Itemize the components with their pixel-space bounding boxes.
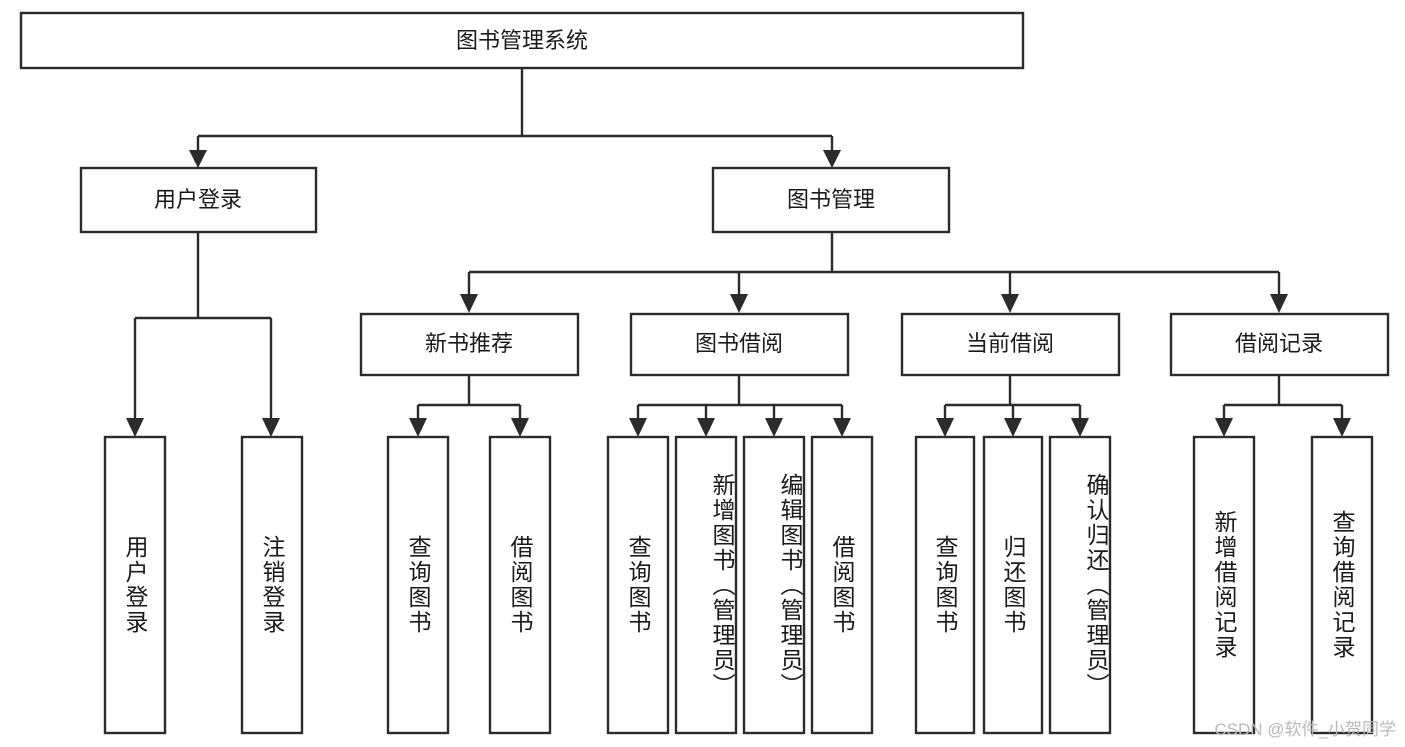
- leaf-query-book-3-label: 查询图书: [932, 535, 959, 635]
- leaf-add-book[interactable]: 新增图书（管理员）: [674, 435, 738, 735]
- leaf-return-book-label-wrap: 归还图书: [1000, 535, 1027, 635]
- arrow-head-leaf-query-record: [1333, 418, 1351, 437]
- leaf-user-logout-label: 注销登录: [259, 535, 286, 635]
- leaf-user-login-label-wrap: 用户登录: [122, 535, 149, 635]
- node-borrow-record-label: 借阅记录: [1235, 331, 1323, 356]
- arrow-head-leaf-user-login: [126, 418, 144, 437]
- arrow-head-leaf-borrow-book-2: [833, 418, 851, 437]
- arrow-head-current-borrow: [1001, 294, 1019, 313]
- leaf-query-book-1-label-wrap: 查询图书: [405, 535, 432, 635]
- leaf-return-book-label: 归还图书: [1000, 535, 1027, 635]
- leaf-add-record-label: 新增借阅记录: [1211, 510, 1238, 660]
- leaf-query-book-1-box[interactable]: [386, 435, 450, 735]
- leaf-borrow-book-1[interactable]: 借阅图书: [488, 435, 552, 735]
- node-current-borrow-box[interactable]: [900, 312, 1121, 377]
- leaf-edit-book-label-wrap: 编辑图书（管理员）: [777, 472, 803, 698]
- leaf-query-book-2-label: 查询图书: [625, 535, 652, 635]
- leaf-user-login[interactable]: 用户登录: [103, 435, 167, 735]
- leaf-borrow-book-2-label: 借阅图书: [829, 535, 856, 635]
- leaf-query-book-3[interactable]: 查询图书: [914, 435, 976, 735]
- leaf-query-record-label: 查询借阅记录: [1329, 510, 1356, 660]
- node-book-manage-box[interactable]: [711, 166, 951, 234]
- node-user-login-label: 用户登录: [154, 187, 242, 212]
- leaf-query-record-label-wrap: 查询借阅记录: [1329, 510, 1356, 660]
- leaf-borrow-book-1-box[interactable]: [488, 435, 552, 735]
- leaf-borrow-book-1-label: 借阅图书: [507, 535, 534, 635]
- node-root-label: 图书管理系统: [456, 28, 588, 53]
- leaf-add-book-box[interactable]: [674, 435, 738, 735]
- leaf-add-book-label: 新增图书（管理员）: [709, 472, 735, 698]
- node-book-manage[interactable]: 图书管理: [711, 166, 951, 234]
- leaf-query-book-3-label-wrap: 查询图书: [932, 535, 959, 635]
- leaf-user-login-label: 用户登录: [122, 535, 149, 635]
- leaf-edit-book[interactable]: 编辑图书（管理员）: [742, 435, 806, 735]
- arrow-head-user-login: [189, 150, 207, 168]
- arrow-head-leaf-add-record: [1215, 418, 1233, 437]
- leaf-add-book-label-wrap: 新增图书（管理员）: [709, 472, 735, 698]
- arrow-head-leaf-query-book-2: [629, 418, 647, 437]
- node-book-borrow-label: 图书借阅: [695, 331, 783, 356]
- leaf-user-logout-box[interactable]: [240, 435, 304, 735]
- node-borrow-record-box[interactable]: [1169, 312, 1390, 377]
- node-user-login-box[interactable]: [79, 166, 318, 234]
- leaf-query-book-1-label: 查询图书: [405, 535, 432, 635]
- leaf-query-book-2-label-wrap: 查询图书: [625, 535, 652, 635]
- leaf-query-record[interactable]: 查询借阅记录: [1310, 435, 1374, 735]
- arrow-head-leaf-query-book-3: [936, 418, 954, 437]
- node-root-box[interactable]: [19, 11, 1025, 70]
- arrow-head-leaf-query-book-1: [409, 418, 427, 437]
- watermark-label: CSDN @软件_小贺同学: [1214, 720, 1396, 739]
- leaf-borrow-book-1-label-wrap: 借阅图书: [507, 535, 534, 635]
- node-current-borrow[interactable]: 当前借阅: [900, 312, 1121, 377]
- arrow-head-leaf-return-book: [1004, 418, 1022, 437]
- arrow-head-leaf-edit-book: [765, 418, 783, 437]
- leaf-return-book-box[interactable]: [982, 435, 1044, 735]
- leaf-confirm-return-label: 确认归还（管理员）: [1083, 472, 1109, 698]
- node-new-book-recommend-label: 新书推荐: [425, 331, 513, 356]
- leaf-query-book-3-box[interactable]: [914, 435, 976, 735]
- node-root[interactable]: 图书管理系统: [19, 11, 1025, 70]
- leaf-borrow-book-2[interactable]: 借阅图书: [810, 435, 874, 735]
- leaf-confirm-return-box[interactable]: [1048, 435, 1112, 735]
- leaf-return-book[interactable]: 归还图书: [982, 435, 1044, 735]
- leaf-borrow-book-2-box[interactable]: [810, 435, 874, 735]
- leaf-user-logout-label-wrap: 注销登录: [259, 535, 286, 635]
- leaf-user-logout[interactable]: 注销登录: [240, 435, 304, 735]
- leaf-query-record-box[interactable]: [1310, 435, 1374, 735]
- arrow-head-leaf-user-logout: [262, 418, 280, 437]
- leaf-edit-book-label: 编辑图书（管理员）: [777, 472, 803, 698]
- node-book-borrow-box[interactable]: [629, 312, 850, 377]
- arrow-head-borrow-record: [1270, 294, 1288, 313]
- leaf-borrow-book-2-label-wrap: 借阅图书: [829, 535, 856, 635]
- leaf-add-record[interactable]: 新增借阅记录: [1192, 435, 1256, 735]
- node-borrow-record[interactable]: 借阅记录: [1169, 312, 1390, 377]
- arrow-head-book-borrow: [730, 294, 748, 313]
- node-new-book-recommend-box[interactable]: [359, 312, 580, 377]
- leaf-add-record-box[interactable]: [1192, 435, 1256, 735]
- arrow-head-leaf-add-book: [697, 418, 715, 437]
- leaf-user-login-box[interactable]: [103, 435, 167, 735]
- connector-layer: [126, 68, 1351, 437]
- node-user-login[interactable]: 用户登录: [79, 166, 318, 234]
- leaf-confirm-return-label-wrap: 确认归还（管理员）: [1083, 472, 1109, 698]
- node-book-manage-label: 图书管理: [787, 187, 875, 212]
- leaf-edit-book-box[interactable]: [742, 435, 806, 735]
- leaf-query-book-1[interactable]: 查询图书: [386, 435, 450, 735]
- leaf-query-book-2-box[interactable]: [606, 435, 670, 735]
- arrow-head-leaf-borrow-book-1: [511, 418, 529, 437]
- leaf-confirm-return[interactable]: 确认归还（管理员）: [1048, 435, 1112, 735]
- leaf-add-record-label-wrap: 新增借阅记录: [1211, 510, 1238, 660]
- leaf-query-book-2[interactable]: 查询图书: [606, 435, 670, 735]
- arrow-head-leaf-confirm-return: [1071, 418, 1089, 437]
- node-book-borrow[interactable]: 图书借阅: [629, 312, 850, 377]
- arrow-head-new-book-recommend: [460, 294, 478, 313]
- node-new-book-recommend[interactable]: 新书推荐: [359, 312, 580, 377]
- arrow-head-book-manage: [823, 150, 841, 168]
- node-current-borrow-label: 当前借阅: [966, 331, 1054, 356]
